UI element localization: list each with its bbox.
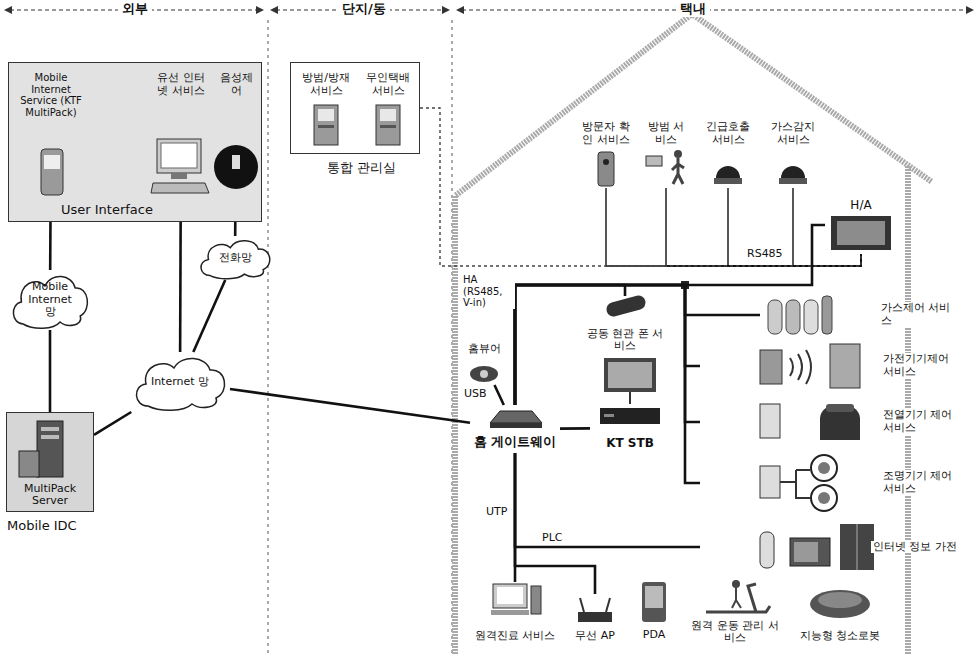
sensor-node: 가스감지 서비스 (765, 118, 821, 188)
node-label: 가스감지 서비스 (768, 121, 818, 146)
service-node: 방범/방재 서비스 (297, 69, 355, 149)
region-separators (268, 20, 452, 654)
edge-label: HA (RS485, V-in) (461, 274, 515, 309)
house-outline (455, 14, 932, 654)
connector-line (94, 412, 131, 435)
region-label: 외부 (118, 2, 152, 17)
node-label: 인터넷 정보 가전 (871, 541, 959, 554)
node-label: 음성제어 (215, 72, 257, 97)
connector-line (179, 201, 182, 352)
connector-line (193, 280, 225, 352)
appliance-node: 조명기기 제어서비스 (700, 452, 962, 514)
network-cloud: Internet 망 (130, 352, 230, 412)
outside-caption: 통합 관리실 (327, 161, 396, 176)
node-label: 원격 운동 관리 서비스 (689, 620, 781, 645)
door-phone-node: 공동 현관 폰 서비스 (580, 296, 670, 356)
node-label: KT STB (606, 437, 654, 451)
sensor-node: 방문자 확인 서비스 (578, 118, 634, 188)
appliance-node: 가전기기제어 서비스 (700, 340, 962, 392)
device-node: PDA (632, 580, 676, 645)
node-label: 전화망 (219, 252, 252, 265)
edge-label: USB (462, 388, 489, 401)
node-label: 원격진료 서비스 (475, 630, 556, 643)
node-label: PDA (643, 629, 665, 642)
node-label: Mobile Internet 망 (22, 281, 78, 319)
edge-label: RS485 (745, 248, 785, 261)
connector-line (515, 225, 825, 405)
node-label: User Interface (61, 203, 153, 218)
appliance-node: 가스제어 서비스 (760, 292, 960, 338)
node-label: Mobile Internet Service (KTF MultiPack) (16, 72, 86, 118)
node-label: 가전기기제어 서비스 (881, 353, 959, 378)
connector-line (560, 427, 590, 430)
node-label: 홈 게이트웨이 (474, 435, 557, 450)
connector-line (515, 285, 625, 405)
region-label: 단지/동 (338, 2, 390, 17)
network-cloud: Mobile Internet 망 (8, 270, 92, 330)
node-label: MultiPack Server (10, 483, 90, 508)
device-node: 홈뷰어 (462, 340, 506, 385)
connector-line (515, 285, 760, 405)
region-arrows (10, 9, 968, 10)
connector-line (494, 385, 503, 405)
network-cloud: 전화망 (196, 236, 274, 280)
node-label: 홈뷰어 (468, 343, 501, 356)
sensor-node: 방범 서비스 (640, 118, 692, 188)
tv-monitor (604, 358, 656, 404)
node-label: 방문자 확인 서비스 (581, 121, 631, 146)
home-gateway: 홈 게이트웨이 (470, 405, 560, 453)
edge-label: PLC (540, 532, 564, 545)
appliance-node: 전열기기 제어 서비스 (700, 396, 962, 448)
connector-line (515, 285, 700, 483)
connector-line (515, 453, 595, 594)
connector-line (420, 108, 861, 266)
node-label: 방범 서비스 (643, 121, 689, 146)
control-room-box: 통합 관리실방범/방재 서비스무인택배 서비스 (290, 62, 420, 154)
node-label: 전열기기 제어 서비스 (881, 409, 959, 434)
connector-line (515, 285, 700, 422)
node-label: 긴급호출 서비스 (703, 121, 753, 146)
node-label: Internet 망 (151, 376, 209, 389)
node-label: 무선 AP (575, 630, 615, 643)
node-label: 가스제어 서비스 (879, 302, 957, 327)
set-top-box: KT STB (590, 402, 670, 454)
server-box: MultiPack ServerMobile IDC (6, 412, 94, 512)
service-node: 무인택배 서비스 (359, 69, 417, 149)
device-node: 원격진료 서비스 (471, 582, 559, 646)
device-node: 원격 운동 관리 서비스 (686, 578, 784, 648)
node-label: 무인택배 서비스 (362, 72, 414, 97)
node-label: H/A (850, 199, 871, 213)
device-node: Mobile Internet Service (KTF MultiPack) (13, 69, 89, 201)
ui-panel: User Interface Mobile Internet Service (K… (8, 62, 262, 222)
appliance-node: 인터넷 정보 가전 (700, 522, 962, 572)
device-node: 무선 AP (566, 594, 624, 646)
edge-label: UTP (484, 506, 509, 519)
device-node: 지능형 청소로봇 (792, 582, 888, 646)
connector-line (606, 188, 861, 266)
node-label: 공동 현관 폰 서비스 (583, 328, 667, 353)
device-node: 유선 인터넷 서비스 (151, 69, 211, 201)
outside-caption: Mobile IDC (7, 519, 77, 534)
connector-line (49, 330, 52, 412)
node-label: 지능형 청소로봇 (800, 630, 881, 643)
connector-line (230, 389, 470, 423)
node-label: 조명기기 제어서비스 (881, 470, 959, 495)
sensor-node: 긴급호출 서비스 (700, 118, 756, 188)
region-label: 택내 (676, 2, 710, 17)
device-node: 음성제어 (212, 69, 260, 201)
home-automation-panel: H/A (825, 196, 897, 254)
node-label: 유선 인터넷 서비스 (154, 72, 208, 97)
connector-line (515, 285, 700, 405)
node-label: 방범/방재 서비스 (300, 72, 352, 97)
connector-line (515, 453, 700, 547)
